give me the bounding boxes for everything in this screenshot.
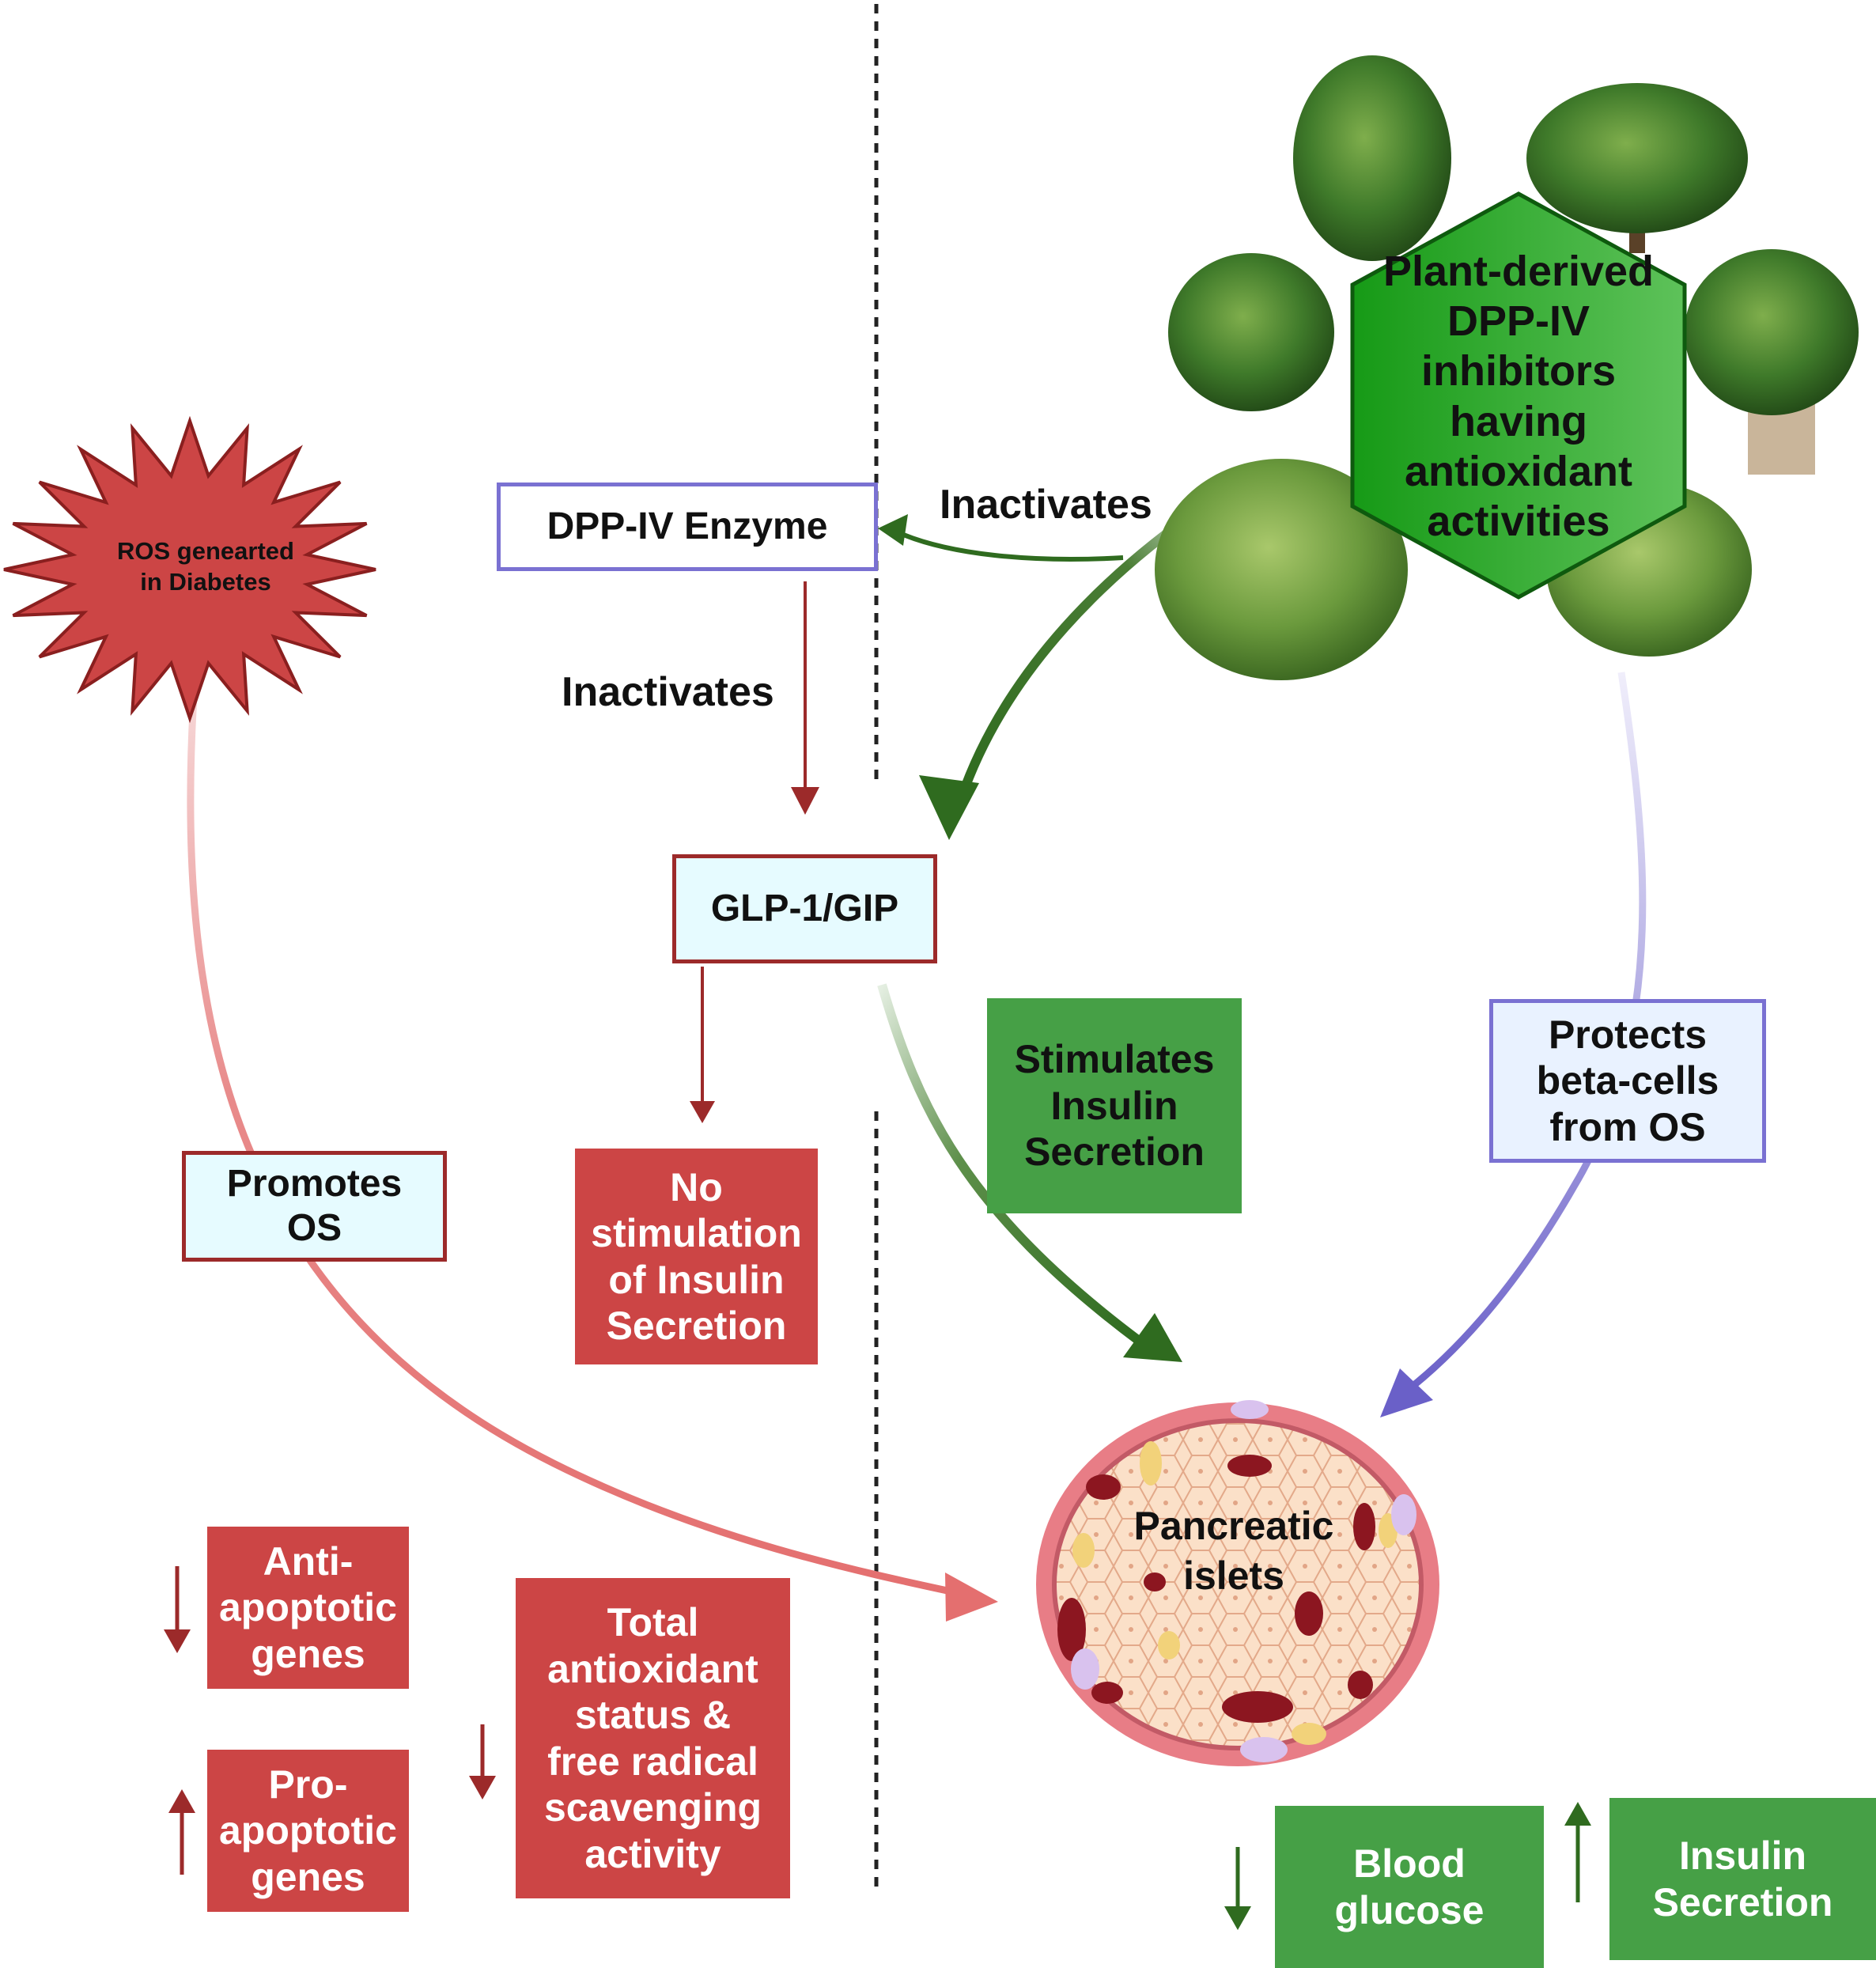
- insulin-secretion-box: Insulin Secretion: [1609, 1798, 1876, 1960]
- total-antioxidant-box: Total antioxidant status & free radical …: [516, 1578, 790, 1898]
- protects-label: Protects beta-cells from OS: [1536, 1012, 1719, 1149]
- pro-apoptotic-label: Pro- apoptotic genes: [219, 1762, 397, 1899]
- insulin-secretion-label: Insulin Secretion: [1652, 1834, 1833, 1924]
- inhibitor-to-glp-arrowhead: [919, 775, 979, 840]
- ros-star-icon: [3, 415, 376, 724]
- islets-label: Pancreatic islets: [1133, 1504, 1334, 1598]
- glp-to-nostim-arrowhead: [690, 1101, 715, 1123]
- inhibitor-to-dpp-arrowhead: [878, 514, 908, 546]
- down-arrow-icon: [1224, 1847, 1251, 1930]
- blood-glucose-label: Blood glucose: [1334, 1841, 1485, 1932]
- down-arrow-icon: [469, 1724, 496, 1800]
- up-arrow-icon: [1564, 1802, 1591, 1902]
- ros-to-islets-curve: [187, 695, 981, 1602]
- anti-apoptotic-label: Anti- apoptotic genes: [219, 1538, 397, 1676]
- inactivates-mid-label: Inactivates: [562, 669, 774, 715]
- no-stimulation-box: No stimulation of Insulin Secretion: [575, 1149, 818, 1364]
- promotes-box: Promotes OS: [182, 1151, 447, 1262]
- stimulates-label: Stimulates Insulin Secretion: [1014, 1037, 1215, 1175]
- up-arrow-icon: [168, 1789, 195, 1875]
- inhibitor-label: Plant-derived DPP-IV inhibitors having a…: [1382, 248, 1655, 545]
- dpp-to-glp-arrowhead: [791, 787, 819, 815]
- glp-to-islets-curve: [877, 983, 1142, 1345]
- stimulates-box: Stimulates Insulin Secretion: [987, 998, 1242, 1213]
- ros-to-islets-arrowhead: [945, 1573, 998, 1622]
- glp-label: GLP-1/GIP: [710, 887, 899, 929]
- ros-label: ROS genearted in Diabetes: [117, 537, 294, 596]
- down-arrow-icon: [164, 1566, 191, 1653]
- glp-box: GLP-1/GIP: [672, 854, 937, 963]
- inactivates-top-label: Inactivates: [940, 482, 1152, 528]
- glp-to-islets-arrowhead: [1123, 1313, 1182, 1362]
- no-stimulation-label: No stimulation of Insulin Secretion: [591, 1164, 802, 1349]
- shrubs-to-islets-arrowhead: [1380, 1368, 1433, 1417]
- dpp-enzyme-label: DPP-IV Enzyme: [547, 505, 828, 547]
- dpp-enzyme-box: DPP-IV Enzyme: [497, 483, 878, 571]
- protects-box: Protects beta-cells from OS: [1489, 999, 1766, 1163]
- anti-apoptotic-box: Anti- apoptotic genes: [207, 1527, 409, 1689]
- pro-apoptotic-box: Pro- apoptotic genes: [207, 1750, 409, 1912]
- inhibitor-to-dpp-curve: [900, 532, 1124, 562]
- promotes-label: Promotes OS: [226, 1162, 403, 1249]
- blood-glucose-box: Blood glucose: [1275, 1806, 1544, 1968]
- inhibitor-hexagon: [1350, 191, 1687, 600]
- pancreatic-islet-icon: [1036, 1400, 1439, 1766]
- total-antioxidant-label: Total antioxidant status & free radical …: [543, 1600, 762, 1876]
